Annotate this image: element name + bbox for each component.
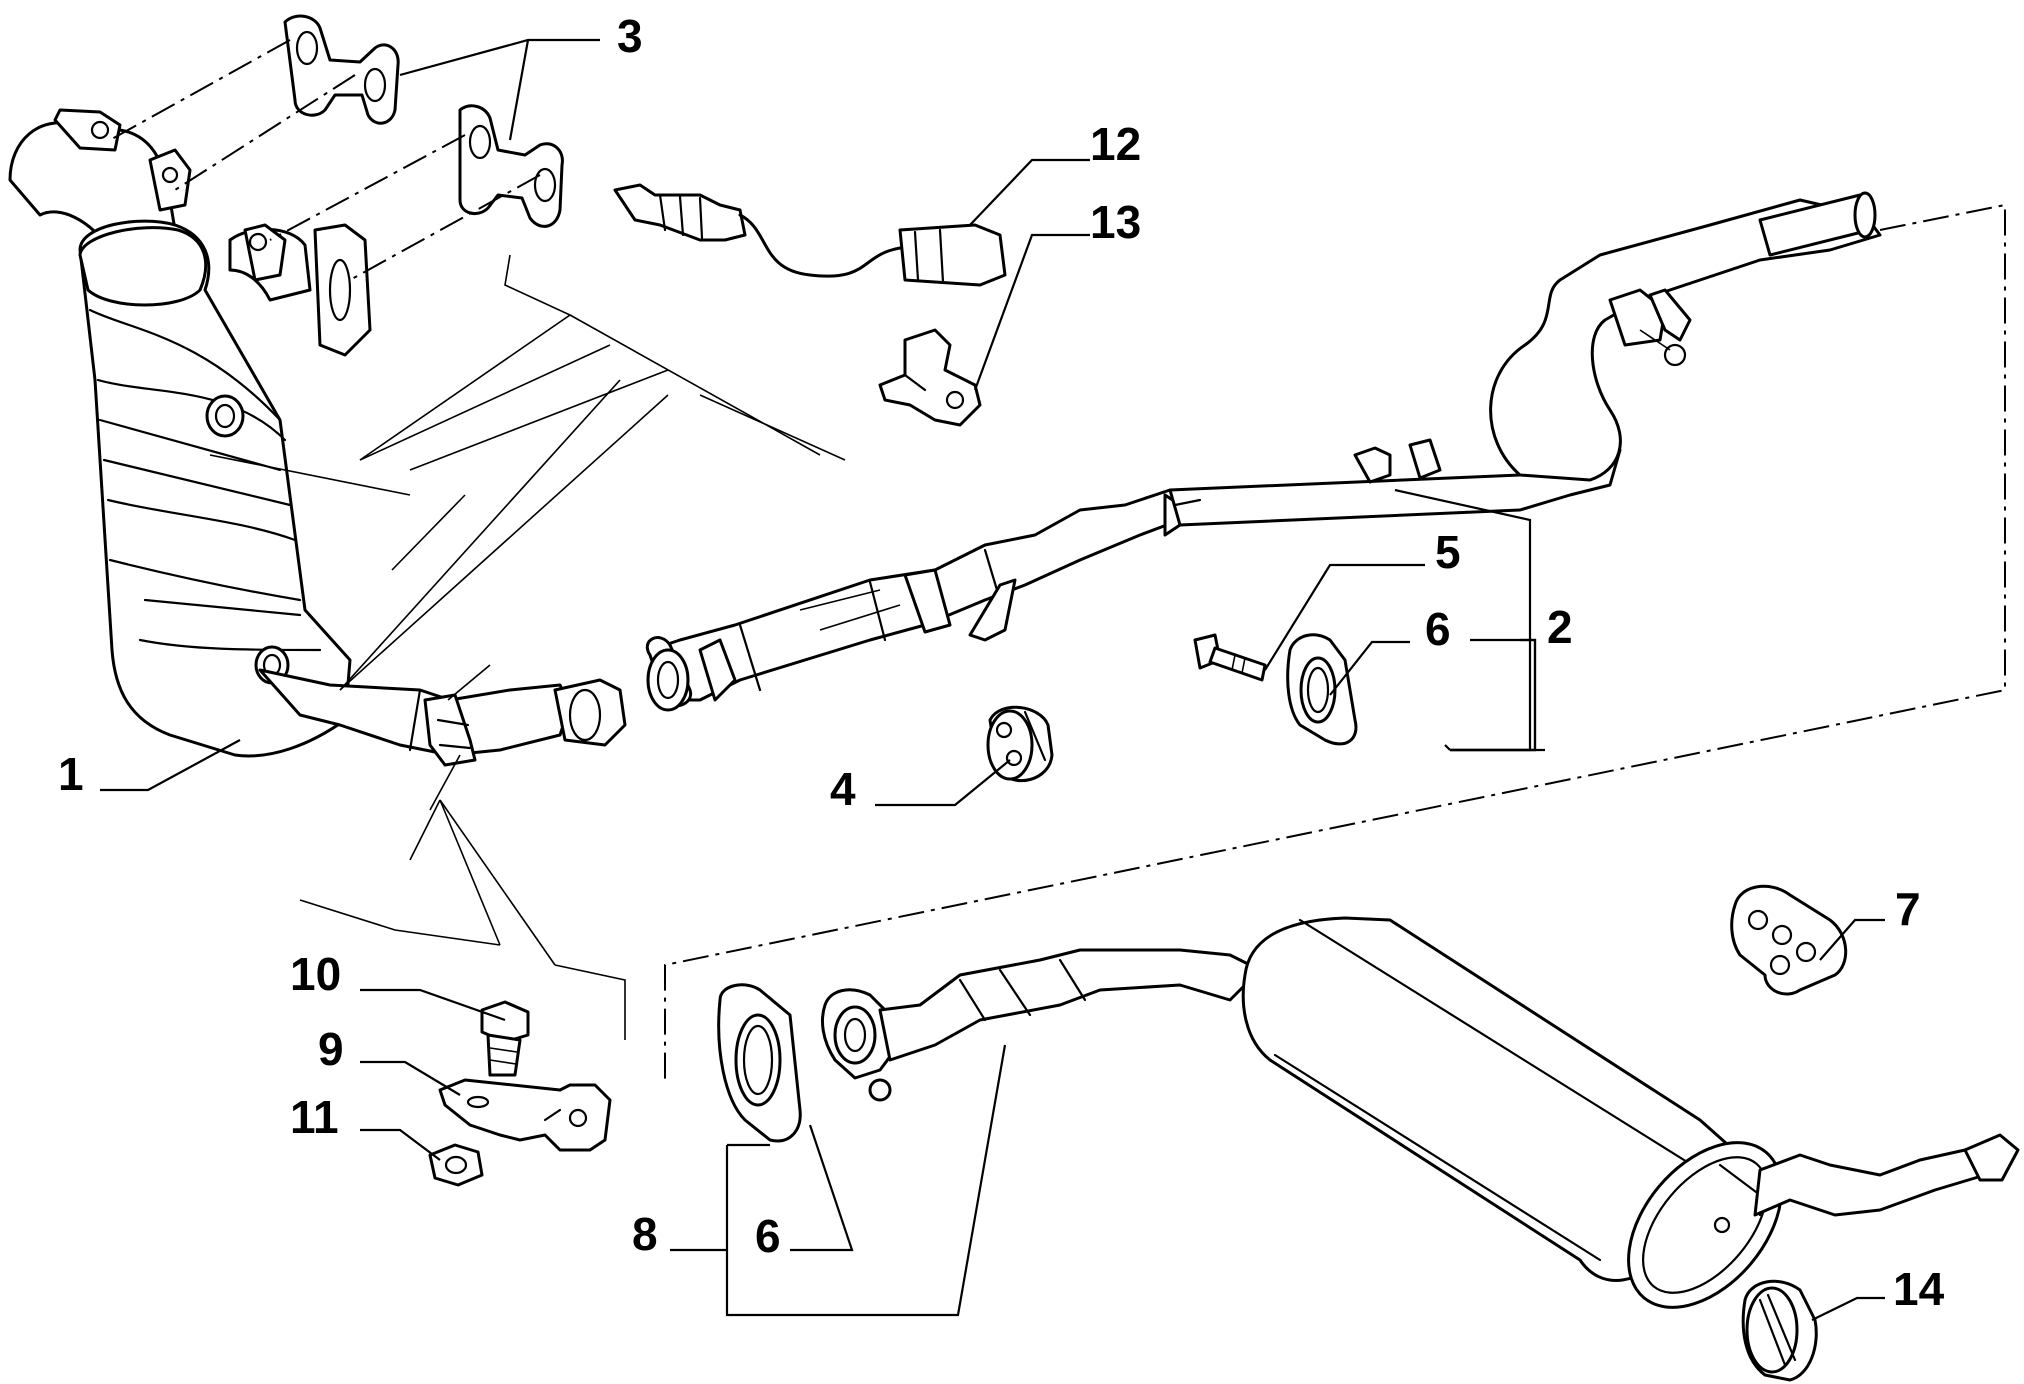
label-part-1: 1 bbox=[58, 748, 84, 800]
part-10-screw bbox=[480, 1000, 530, 1077]
label-part-9: 9 bbox=[318, 1023, 344, 1075]
label-part-12: 12 bbox=[1090, 118, 1141, 170]
part-9-bracket bbox=[438, 1078, 612, 1152]
label-part-6-lower: 6 bbox=[755, 1210, 781, 1262]
label-part-14: 14 bbox=[1893, 1263, 1945, 1315]
label-part-7: 7 bbox=[1895, 883, 1921, 935]
part-6-flange-gasket-upper bbox=[1286, 633, 1358, 746]
part-5-bolt bbox=[1193, 633, 1267, 682]
part-3-gaskets bbox=[109, 14, 564, 281]
label-part-2: 2 bbox=[1547, 601, 1573, 653]
label-part-11: 11 bbox=[290, 1091, 339, 1143]
part-labels: 1 2 3 4 5 6 7 8 9 10 11 12 13 6 14 bbox=[58, 10, 1945, 1315]
label-part-8: 8 bbox=[632, 1208, 658, 1260]
leader-lines bbox=[100, 38, 1885, 1321]
connection-lines bbox=[209, 203, 2006, 1080]
part-6-flange-gasket-lower bbox=[717, 983, 802, 1143]
label-part-3: 3 bbox=[617, 10, 643, 62]
part-11-nut bbox=[428, 1143, 484, 1187]
label-part-5: 5 bbox=[1435, 526, 1461, 578]
part-4-rubber-hanger bbox=[986, 705, 1054, 783]
label-part-13: 13 bbox=[1090, 196, 1141, 248]
part-14-rubber-mount bbox=[1741, 1279, 1818, 1382]
label-part-10: 10 bbox=[290, 948, 341, 1000]
part-7-rubber-hanger bbox=[1730, 884, 1848, 996]
part-2-intermediate-pipe bbox=[646, 191, 1882, 712]
part-12-lambda-sensor bbox=[613, 183, 1007, 287]
part-1-manifold-catalyst bbox=[8, 108, 627, 811]
part-13-sensor-bracket bbox=[878, 328, 982, 427]
label-part-4: 4 bbox=[830, 763, 856, 815]
label-part-6-upper: 6 bbox=[1425, 603, 1451, 655]
part-8-rear-silencer bbox=[821, 916, 2020, 1309]
